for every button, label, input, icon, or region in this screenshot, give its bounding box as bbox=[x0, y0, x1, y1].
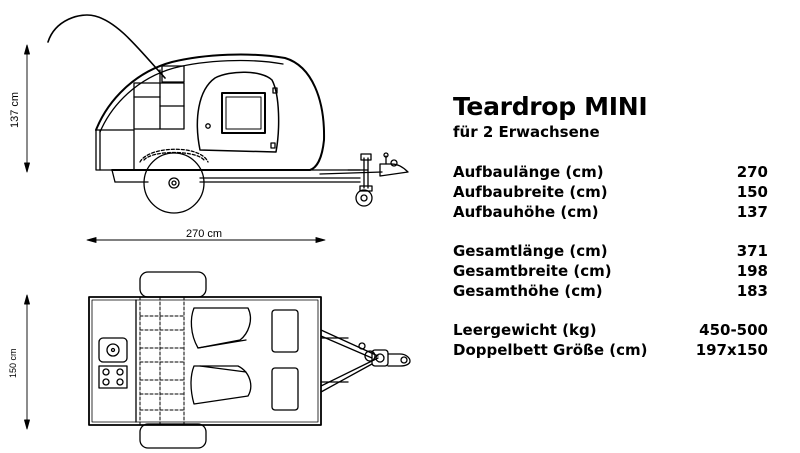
chassis bbox=[111, 169, 383, 183]
top-body-outline bbox=[88, 296, 322, 426]
galley-shelves bbox=[95, 65, 185, 171]
a-frame-drawbar bbox=[320, 329, 411, 393]
storage-cabinets bbox=[139, 296, 185, 426]
sink bbox=[98, 337, 128, 363]
spec-row: Gesamtbreite (cm) 198 bbox=[453, 261, 768, 281]
spec-row: Doppelbett Größe (cm) 197x150 bbox=[453, 340, 768, 360]
spec-row: Aufbauhöhe (cm) 137 bbox=[453, 202, 768, 222]
bed-pillow-lower bbox=[190, 365, 252, 405]
fender-dashed bbox=[139, 148, 209, 163]
coupling-head bbox=[379, 152, 409, 177]
door-window bbox=[221, 92, 266, 134]
top-window-lower bbox=[271, 367, 299, 411]
page-title: Teardrop MINI bbox=[453, 92, 648, 121]
spec-row: Gesamthöhe (cm) 183 bbox=[453, 281, 768, 301]
spec-group-weight-bed: Leergewicht (kg) 450-500 Doppelbett Größ… bbox=[453, 320, 768, 360]
side-wheel bbox=[143, 152, 205, 214]
spec-label: Doppelbett Größe (cm) bbox=[453, 341, 648, 359]
spec-label: Leergewicht (kg) bbox=[453, 321, 597, 339]
side-view: 137 cm bbox=[9, 14, 409, 243]
length-dimension-label: 270 cm bbox=[186, 228, 222, 240]
width-dimension-line bbox=[24, 294, 30, 430]
top-wheel-lower bbox=[139, 423, 207, 449]
length-dimension-line bbox=[86, 237, 326, 243]
spec-label: Gesamtlänge (cm) bbox=[453, 242, 608, 260]
width-dimension-label: 150 cm bbox=[8, 348, 18, 378]
spec-label: Gesamtbreite (cm) bbox=[453, 262, 612, 280]
trailer-body-inner-line bbox=[99, 59, 284, 133]
spec-group-body: Aufbaulänge (cm) 270 Aufbaubreite (cm) 1… bbox=[453, 162, 768, 222]
spec-label: Aufbaubreite (cm) bbox=[453, 183, 608, 201]
spec-value: 198 bbox=[736, 262, 768, 280]
spec-row: Gesamtlänge (cm) 371 bbox=[453, 241, 768, 261]
top-wheel-upper bbox=[139, 271, 207, 298]
spec-value: 197x150 bbox=[695, 341, 768, 359]
door-handle bbox=[205, 123, 211, 129]
spec-value: 183 bbox=[736, 282, 768, 300]
spec-label: Aufbaulänge (cm) bbox=[453, 163, 604, 181]
spec-label: Aufbauhöhe (cm) bbox=[453, 203, 599, 221]
spec-value: 150 bbox=[736, 183, 768, 201]
top-view: 150 cm bbox=[8, 271, 411, 449]
spec-row: Aufbaulänge (cm) 270 bbox=[453, 162, 768, 182]
hatch-arc bbox=[47, 14, 166, 79]
spec-value: 270 bbox=[736, 163, 768, 181]
spec-row: Aufbaubreite (cm) 150 bbox=[453, 182, 768, 202]
jockey-wheel bbox=[355, 153, 373, 207]
height-dimension-line bbox=[24, 44, 30, 173]
spec-value: 137 bbox=[736, 203, 768, 221]
top-window-upper bbox=[271, 309, 299, 353]
spec-table: Aufbaulänge (cm) 270 Aufbaubreite (cm) 1… bbox=[453, 162, 768, 379]
spec-group-overall: Gesamtlänge (cm) 371 Gesamtbreite (cm) 1… bbox=[453, 241, 768, 301]
side-door bbox=[196, 71, 280, 153]
height-dimension-label: 137 cm bbox=[9, 92, 21, 128]
spec-label: Gesamthöhe (cm) bbox=[453, 282, 603, 300]
trailer-body-outline bbox=[95, 53, 326, 171]
bed-pillow-upper bbox=[190, 307, 252, 349]
spec-value: 450-500 bbox=[699, 321, 768, 339]
spec-value: 371 bbox=[736, 242, 768, 260]
stove-burners bbox=[98, 365, 128, 389]
spec-row: Leergewicht (kg) 450-500 bbox=[453, 320, 768, 340]
page-subtitle: für 2 Erwachsene bbox=[453, 123, 600, 141]
